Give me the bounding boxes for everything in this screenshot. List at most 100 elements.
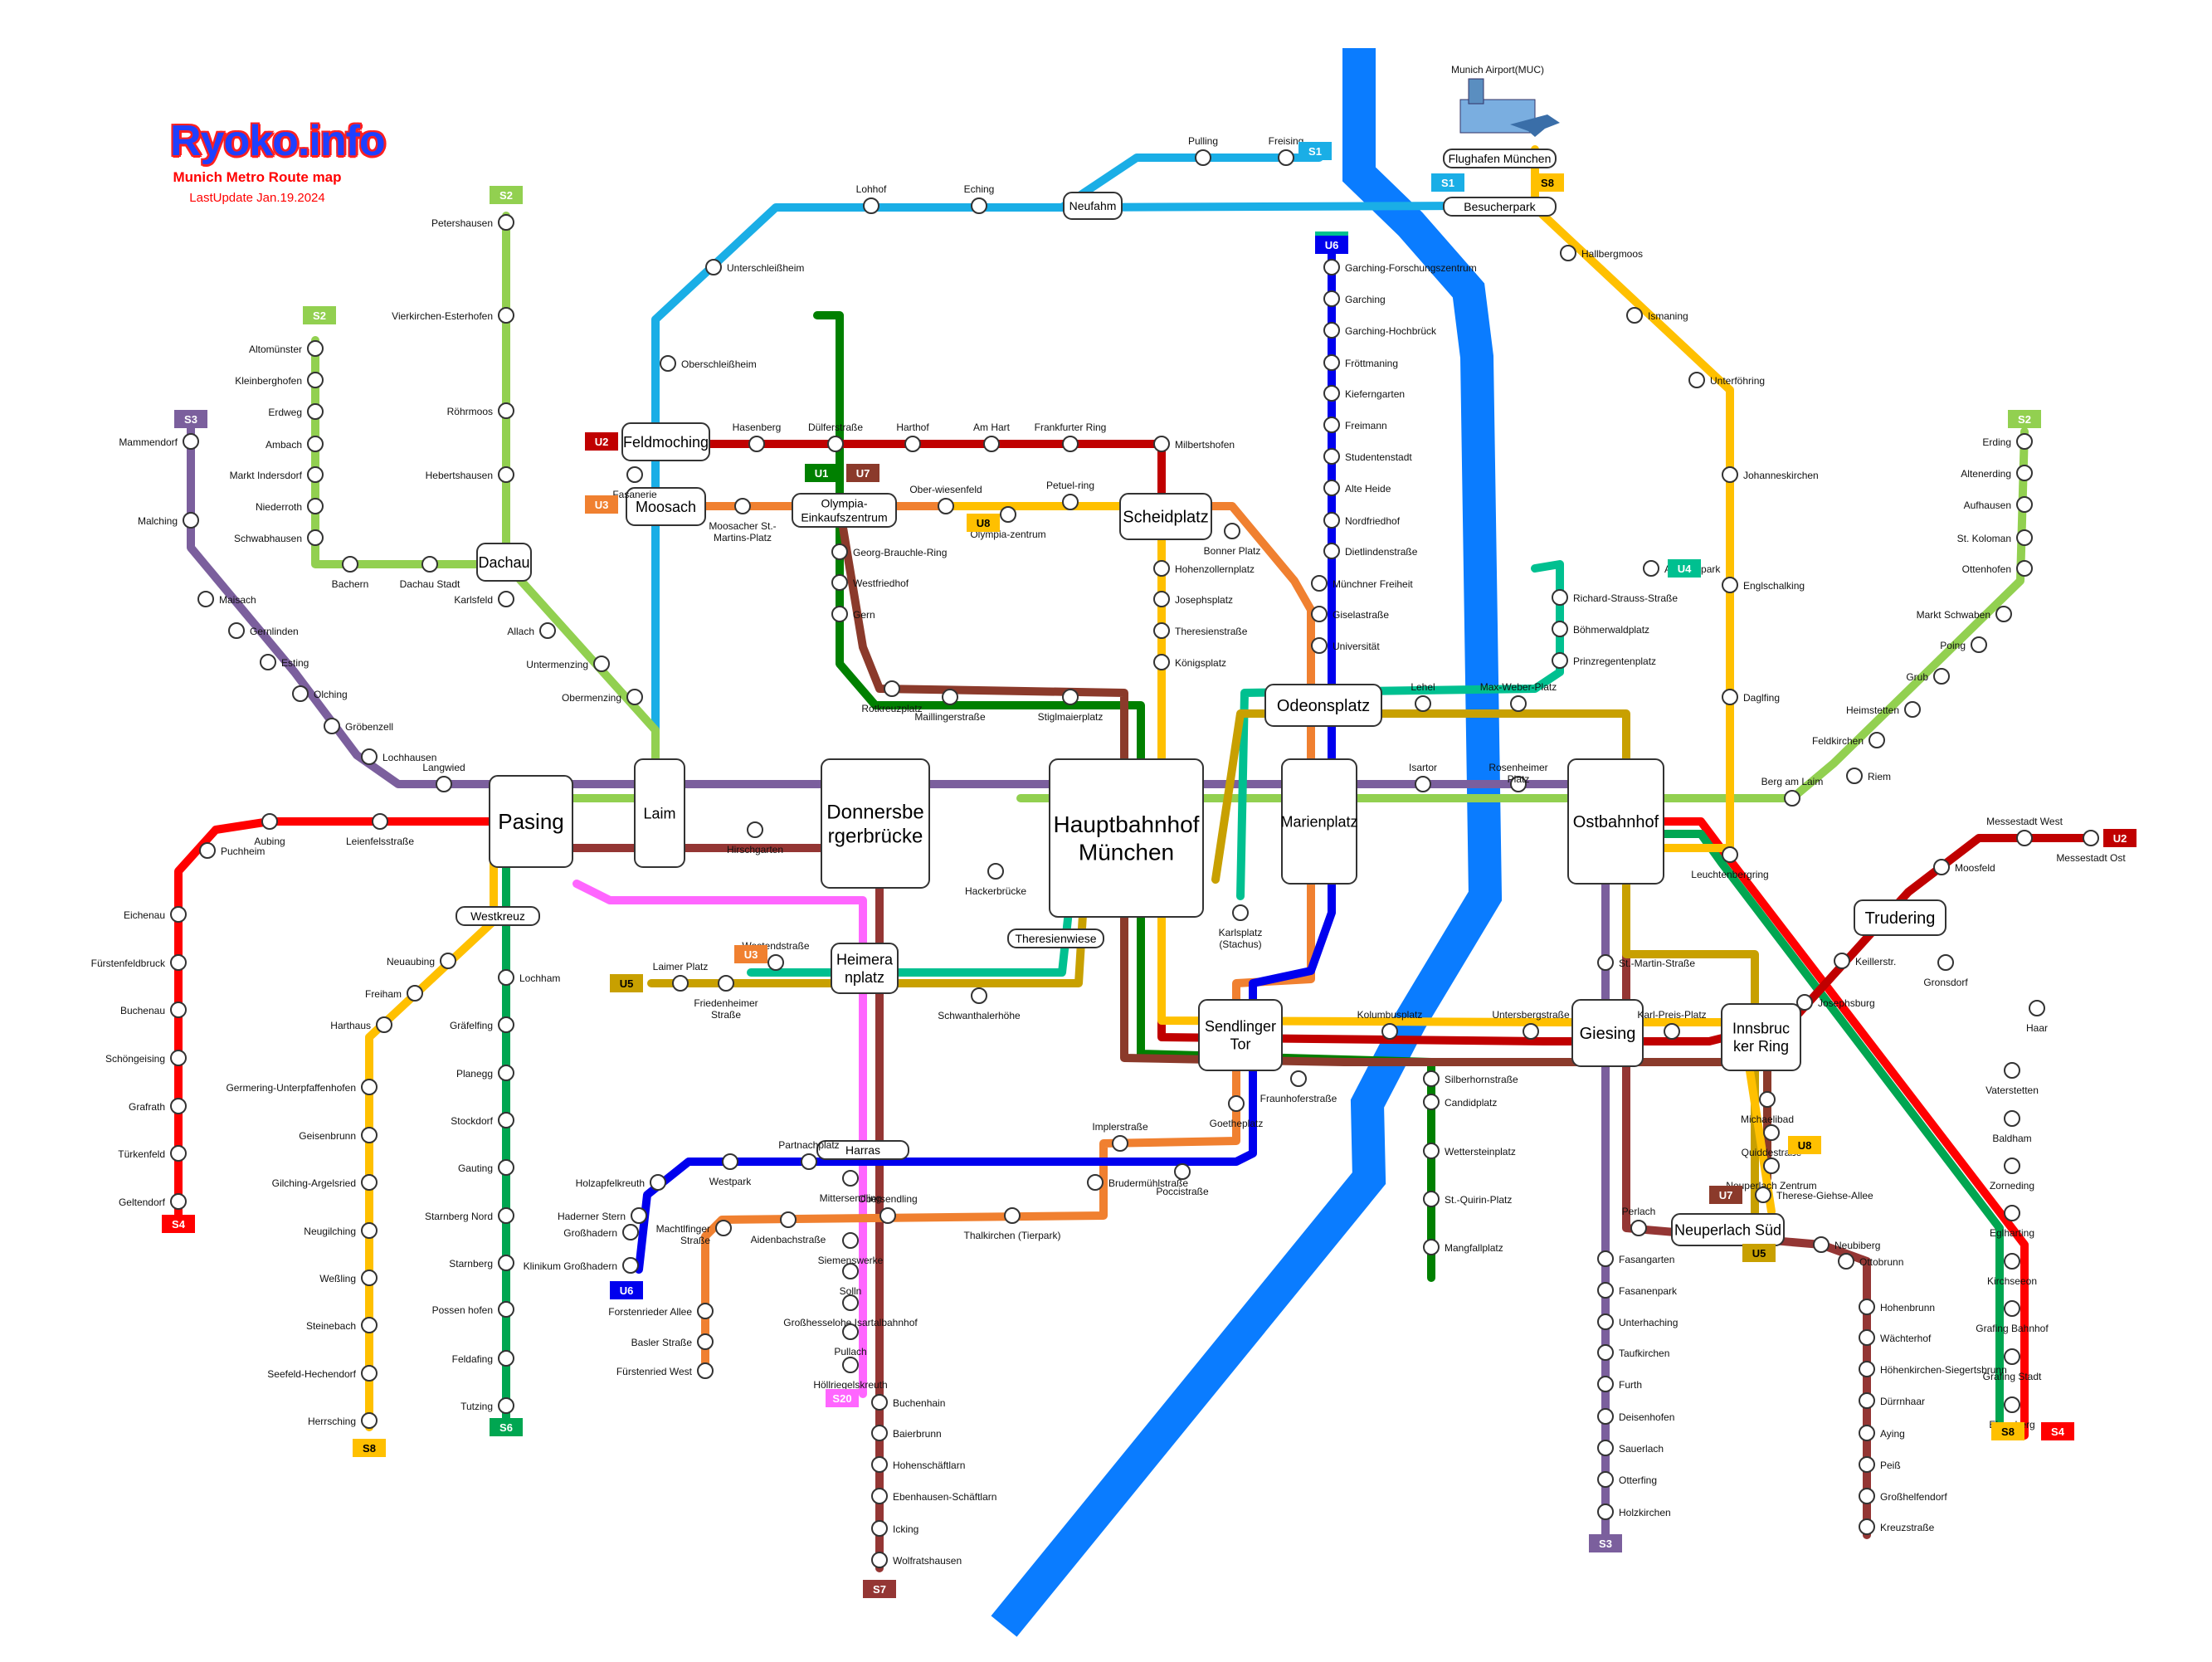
station-label: Kirchseeon (1987, 1275, 2037, 1287)
station-dot (199, 842, 216, 859)
station-label: Hackerbrücke (965, 885, 1026, 897)
station-untermenzing: Untermenzing (526, 656, 610, 672)
station-münchner-freiheit: Münchner Freiheit (1311, 575, 1413, 592)
hub-box (456, 906, 540, 926)
badge-bg (490, 186, 523, 204)
station-label-line: Taufkirchen (1619, 1348, 1669, 1359)
station-westpark: Westpark (709, 1153, 752, 1187)
station-label-line: Garching-Forschungszentrum (1345, 262, 1477, 274)
station-dot (801, 1153, 817, 1170)
station-gauting: Gauting (458, 1159, 514, 1176)
station-dot (871, 1425, 888, 1441)
station-label-line: Theresienstraße (1175, 626, 1248, 637)
badge-bg (610, 1281, 643, 1299)
station-label-line: Partnachplatz (778, 1139, 839, 1151)
hub-label-line: Theresienwiese (1015, 932, 1096, 945)
station-kreuzstraße: Kreuzstraße (1859, 1518, 1935, 1535)
badge-text: S20 (832, 1392, 851, 1405)
station-dot (971, 987, 987, 1004)
station-dot (1904, 701, 1921, 718)
badge-bg (353, 1439, 386, 1457)
station-dot (1597, 1440, 1614, 1456)
station-label-line: Kieferngarten (1345, 388, 1405, 400)
station-lohhof: Lohhof (856, 183, 887, 214)
site-logo[interactable]: Ryoko.info (170, 117, 386, 165)
station-hasenberg: Hasenberg (733, 422, 781, 452)
station-dot (498, 1065, 514, 1081)
station-label-line: Oberschleißheim (681, 358, 757, 370)
station-label: Neubiberg (1834, 1240, 1880, 1251)
station-wächterhof: Wächterhof (1859, 1329, 1932, 1346)
station-dot (1174, 1163, 1191, 1180)
river-isar (991, 48, 1503, 1637)
station-feldkirchen: Feldkirchen (1812, 732, 1885, 748)
hub-label-line: Scheidplatz (1123, 509, 1208, 527)
station-englschalking: Englschalking (1722, 577, 1805, 593)
station-gronsdorf: Gronsdorf (1923, 954, 1968, 988)
station-dot (2016, 529, 2033, 546)
station-label: Unterhaching (1619, 1317, 1678, 1328)
station-label: St. Koloman (1957, 533, 2011, 544)
station-dot (1722, 466, 1738, 483)
station-label: Richard-Strauss-Straße (1573, 592, 1678, 604)
station-wettersteinplatz: Wettersteinplatz (1423, 1143, 1516, 1159)
station-westfriedhof: Westfriedhof (831, 574, 909, 591)
station-label-line: Bonner Platz (1204, 545, 1261, 557)
airport-group: Munich Airport(MUC) (1451, 64, 1560, 137)
station-dot (1423, 1143, 1440, 1159)
badge-text: U2 (2113, 832, 2127, 845)
station-label: Gröbenzell (345, 721, 393, 733)
station-dot (1062, 689, 1079, 705)
station-label: Partnachplatz (778, 1139, 839, 1151)
badge-bg (805, 464, 838, 482)
station-label: Grafrath (129, 1101, 165, 1113)
station-dot (307, 466, 324, 483)
station-label: Markt Schwaben (1917, 609, 1990, 621)
station-label-line: Hallbergmoos (1581, 248, 1643, 260)
station-label-line: Eglharting (1990, 1227, 2034, 1239)
station-neuperlach-zentrum: Neuperlach Zentrum (1726, 1158, 1817, 1192)
station-label: Kieferngarten (1345, 388, 1405, 400)
station-label: Lehel (1411, 681, 1435, 693)
station-dot (593, 656, 610, 672)
station-ambach: Ambach (266, 436, 324, 452)
station-label: Ismaning (1648, 310, 1688, 322)
station-dot (831, 606, 848, 622)
station-label-line: Dülferstraße (808, 422, 863, 433)
station-quiddestraße: Quiddestraße (1742, 1124, 1802, 1158)
station-label-line: Messestadt Ost (2056, 852, 2126, 864)
station-erding: Erding (1982, 433, 2033, 450)
station-label-line: Geltendorf (119, 1197, 166, 1208)
hub-olympia-einkaufszentrum: Olympia-Einkaufszentrum (792, 493, 897, 528)
station-label: Neuperlach Zentrum (1726, 1180, 1816, 1192)
station-dot (748, 436, 765, 452)
hub-label-line: Olympia- (821, 497, 867, 510)
station-freiham: Freiham (365, 985, 423, 1002)
station-gräfelfing: Gräfelfing (450, 1016, 514, 1033)
station-label: Ober-wiesenfeld (909, 484, 982, 495)
hub-harras: Harras (816, 1140, 909, 1160)
station-label-line: Großhadern (563, 1227, 617, 1239)
station-dot (342, 556, 358, 573)
hub-pasing: Pasing (489, 775, 573, 868)
station-dot (780, 1211, 797, 1228)
station-dot (697, 1362, 714, 1379)
station-label: Mittersendling (820, 1192, 882, 1204)
station-universität: Universität (1311, 637, 1380, 654)
station-label-line: Keillerstr. (1855, 956, 1896, 967)
station-label: Bonner Platz (1204, 545, 1261, 557)
station-georg-brauchle-ring: Georg-Brauchle-Ring (831, 543, 947, 560)
station-label-line: Königsplatz (1175, 657, 1226, 669)
station-label-line: Herrsching (308, 1416, 356, 1427)
hub-box (1198, 999, 1283, 1071)
station-michaelibad: Michaelibad (1741, 1091, 1794, 1125)
station-label-line: Richard-Strauss-Straße (1573, 592, 1678, 604)
station-label: Karl-Preis-Platz (1637, 1009, 1706, 1021)
station-label: Markt Indersdorf (230, 470, 303, 481)
hub-box (1443, 197, 1557, 217)
station-freimann: Freimann (1323, 417, 1387, 433)
station-label: Mangfallplatz (1445, 1242, 1503, 1254)
badge-text: U3 (595, 499, 609, 511)
